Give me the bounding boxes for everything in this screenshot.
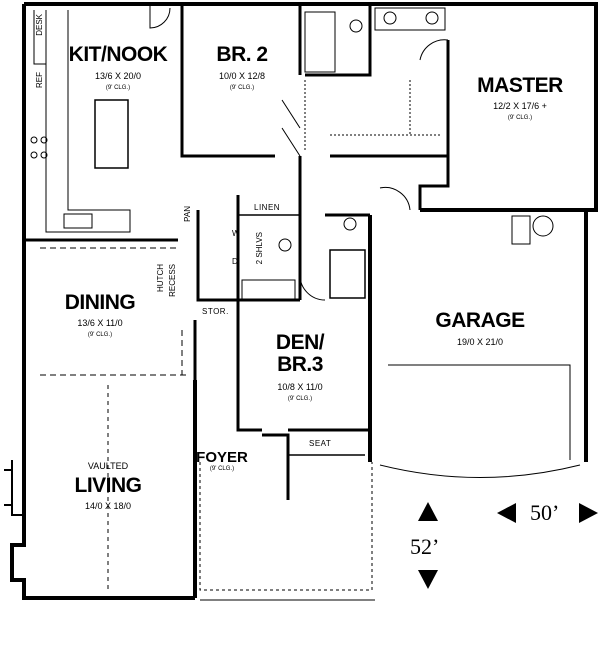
den-wall-west — [236, 300, 262, 432]
sink-master-1 — [383, 11, 397, 25]
kitchen-counter — [45, 10, 131, 233]
master-name: MASTER — [477, 74, 563, 97]
master-wall-south — [418, 156, 450, 210]
arrow-right — [579, 503, 598, 523]
den-clg: (9' CLG.) — [287, 396, 313, 402]
kitchen-sink — [63, 213, 93, 229]
dining-dims: 13/6 X 11/0 — [77, 318, 123, 328]
seat-label: SEAT — [309, 439, 332, 448]
water-heater — [532, 215, 554, 237]
dw-d-label: D — [232, 257, 239, 266]
stove-burner-1 — [30, 136, 38, 144]
master-vanity — [374, 7, 446, 31]
dw-w-label: W — [232, 229, 241, 238]
br2-dims: 10/0 X 12/8 — [218, 71, 266, 81]
den-name-line1: DEN/ — [275, 331, 325, 354]
den-name-line2: BR.3 — [277, 353, 323, 376]
depth-dimension: 52’ — [410, 534, 440, 559]
stove-burner-2 — [40, 136, 48, 144]
fireplace — [4, 460, 24, 516]
living-prefix: VAULTED — [87, 461, 129, 471]
shower — [304, 11, 336, 73]
storage-label: STOR. — [202, 307, 229, 316]
dining-clg: (9' CLG.) — [87, 332, 113, 338]
stove-burner-3 — [30, 151, 38, 159]
master-clg: (9' CLG.) — [507, 115, 533, 121]
master-bath-wall — [305, 4, 372, 77]
kit-nook-name: KIT/NOOK — [68, 43, 168, 66]
door-br2 — [281, 99, 301, 157]
foyer-closet — [262, 433, 290, 500]
desk-label: DESK — [35, 14, 44, 36]
hall-wall-west — [196, 195, 240, 302]
hutch-label: HUTCH — [156, 264, 165, 292]
garage-door — [388, 364, 571, 460]
ref-label: REF — [35, 72, 44, 88]
arrow-down — [418, 570, 438, 589]
door-den — [299, 274, 326, 301]
master-dims: 12/2 X 17/6 + — [493, 101, 547, 111]
door-master — [419, 39, 449, 61]
stair-hatch — [241, 279, 296, 301]
kitchen-island — [94, 99, 129, 169]
door-kitchen — [149, 4, 171, 29]
kit-nook-dims: 13/6 X 20/0 — [94, 71, 142, 81]
closet-rails — [304, 80, 440, 150]
arrow-left — [497, 503, 516, 523]
desk-area — [33, 10, 46, 65]
foyer-name: FOYER — [196, 449, 248, 466]
kit-nook-clg: (9' CLG.) — [105, 85, 131, 91]
width-dimension: 50’ — [530, 500, 560, 525]
garage-name: GARAGE — [435, 309, 525, 332]
br2-name: BR. 2 — [216, 43, 268, 66]
garage-door-arc — [379, 464, 581, 478]
sink-bath — [278, 238, 292, 252]
arrow-up — [418, 502, 438, 521]
master-closet-wall — [330, 40, 450, 158]
living-name: LIVING — [74, 474, 142, 497]
toilet-master — [349, 19, 363, 33]
foyer-clg: (9' CLG.) — [209, 466, 235, 472]
door-garage — [379, 187, 411, 211]
exterior-wall-living-west — [10, 430, 195, 600]
living-dims: 14/0 X 18/0 — [84, 501, 132, 511]
linen-label: LINEN — [254, 203, 281, 212]
garage-dims: 19/0 X 21/0 — [456, 337, 504, 347]
toilet-bath — [343, 217, 357, 231]
sink-master-2 — [425, 11, 439, 25]
stove-burner-4 — [40, 151, 48, 159]
recess-label: RECESS — [168, 264, 177, 297]
porch-outline — [199, 462, 373, 591]
tub — [329, 249, 366, 299]
shelves-label: 2 SHLVS — [255, 232, 264, 265]
dining-name: DINING — [64, 291, 136, 314]
pantry-label: PAN — [183, 206, 192, 222]
br2-wall-west — [180, 4, 275, 158]
br2-clg: (9' CLG.) — [229, 85, 255, 91]
furnace — [511, 215, 531, 245]
den-dims: 10/8 X 11/0 — [277, 382, 323, 392]
